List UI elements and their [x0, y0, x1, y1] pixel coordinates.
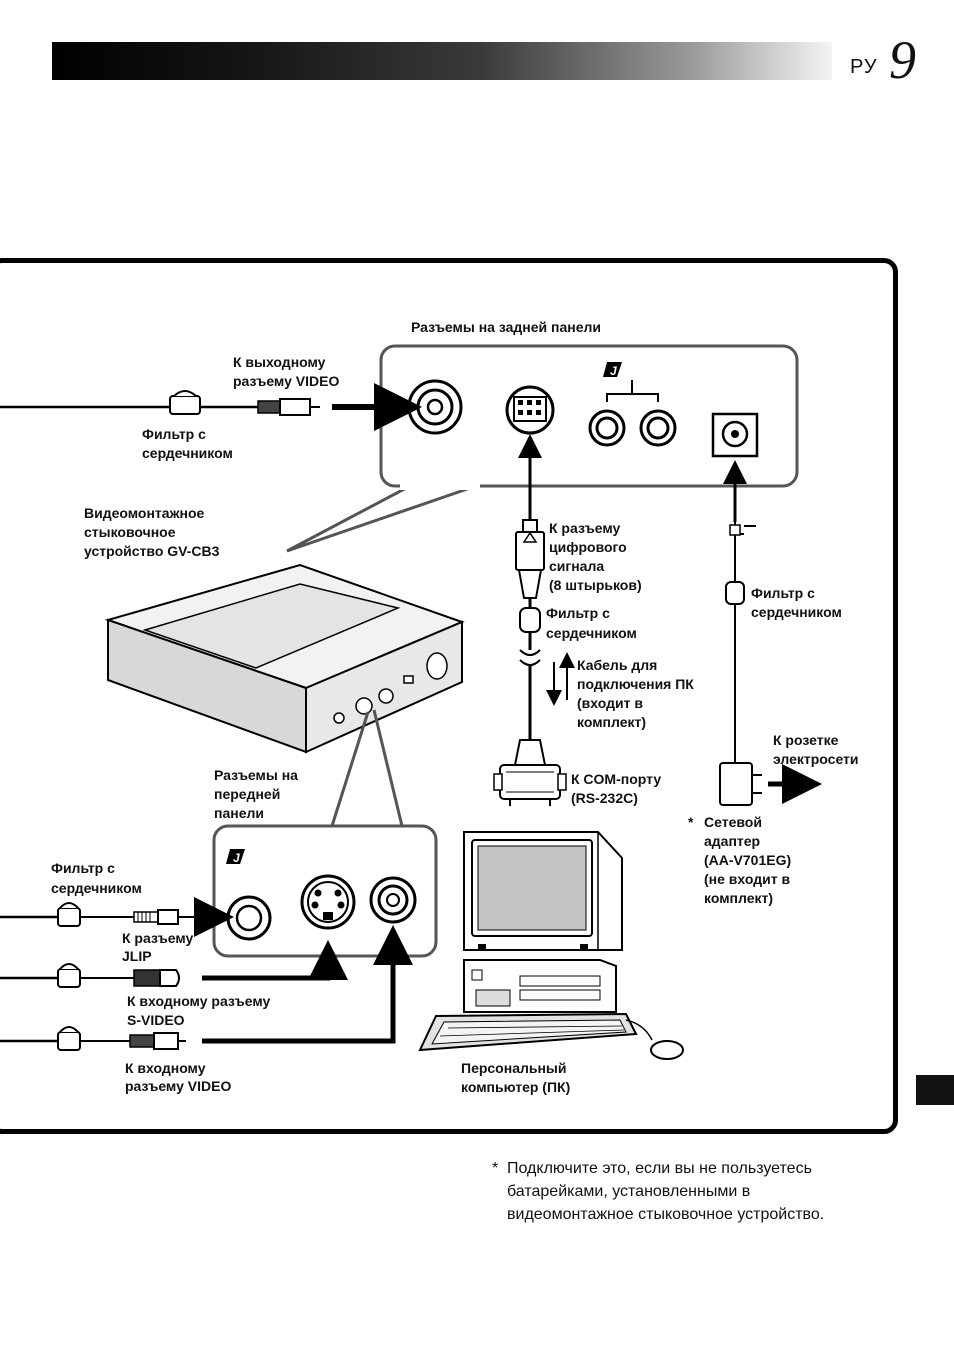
label-front-3: панели — [214, 805, 264, 821]
rear-panel-title: Разъемы на задней панели — [411, 319, 602, 335]
rear-video-out-jack — [407, 379, 463, 435]
label-outlet-2: электросети — [773, 751, 859, 767]
video-in-cable — [0, 925, 413, 1051]
label-pc-cable-2: подключения ПК — [577, 676, 694, 692]
label-outlet-1: К розетке — [773, 732, 839, 748]
front-jlip-jack — [226, 895, 272, 941]
digital-cable — [493, 434, 567, 806]
header-language: РУ — [850, 56, 878, 78]
power-cable — [719, 460, 822, 806]
label-adapter-star: * — [688, 814, 694, 830]
diagram-frame — [0, 258, 898, 1134]
label-com-2: (RS-232C) — [571, 790, 638, 806]
front-svideo-jack — [300, 874, 356, 930]
label-filter-right-1: Фильтр с — [751, 585, 815, 601]
label-filter-mid-1: Фильтр с — [546, 605, 610, 621]
footnote-line-2: батарейками, установленными в — [507, 1183, 751, 1200]
label-filter-left-1: Фильтр с — [51, 860, 115, 876]
header-gradient-bar — [52, 42, 832, 80]
label-pc-1: Персональный — [461, 1060, 567, 1076]
jlip-logo-rear: J — [603, 362, 622, 378]
label-adapter-2: адаптер — [704, 833, 761, 849]
footnote-star: * — [492, 1160, 499, 1177]
svideo-cable — [0, 940, 348, 988]
top-video-cable — [0, 383, 422, 431]
label-com-1: К COM-порту — [571, 771, 662, 787]
footnote-line-3: видеомонтажное стыковочное устройство. — [507, 1206, 825, 1223]
label-adapter-4: (не входит в — [704, 871, 791, 887]
label-filter-right-2: сердечником — [751, 604, 842, 620]
label-device-3: устройство GV-CB3 — [84, 543, 220, 559]
label-video-out-1: К выходному — [233, 354, 326, 370]
rear-digital-8pin-jack — [505, 385, 555, 435]
label-svideo-2: S-VIDEO — [127, 1012, 185, 1028]
label-filter-left-2: сердечником — [51, 880, 142, 896]
pc-mouse — [625, 1019, 684, 1060]
pc-monitor — [463, 831, 623, 951]
section-tab — [916, 1075, 954, 1105]
label-svideo-1: К входному разъему — [127, 993, 271, 1009]
label-video-in-2: разъему VIDEO — [125, 1078, 232, 1094]
svg-text:J: J — [233, 851, 240, 865]
rear-jlip-pair-jacks — [588, 380, 677, 447]
label-digital-2: цифрового — [549, 539, 627, 555]
label-digital-3: сигнала — [549, 558, 605, 574]
label-filter-top-2: сердечником — [142, 445, 233, 461]
jlip-logo-front: J — [226, 849, 245, 865]
rear-dc-in-jack — [711, 412, 759, 458]
page-number: 9 — [889, 30, 916, 90]
footnote-line-1: Подключите это, если вы не пользуетесь — [507, 1160, 812, 1177]
label-jlip-2: JLIP — [122, 948, 152, 964]
label-filter-mid-2: сердечником — [546, 625, 637, 641]
label-adapter-3: (AA-V701EG) — [704, 852, 792, 868]
label-adapter-5: комплект) — [704, 890, 774, 906]
label-video-in-1: К входному — [125, 1060, 206, 1076]
label-jlip-1: К разъему — [122, 930, 194, 946]
pc-system-unit — [463, 959, 617, 1013]
pc-keyboard — [418, 1012, 638, 1052]
label-digital-1: К разъему — [549, 520, 621, 536]
label-device-1: Видеомонтажное — [84, 505, 205, 521]
label-digital-4: (8 штырьков) — [549, 577, 642, 593]
label-filter-top-1: Фильтр с — [142, 426, 206, 442]
svg-text:J: J — [610, 364, 617, 378]
label-pc-2: компьютер (ПК) — [461, 1079, 571, 1095]
label-pc-cable-1: Кабель для — [577, 657, 658, 673]
jlip-cable — [0, 897, 234, 937]
label-device-2: стыковочное — [84, 524, 176, 540]
front-video-in-jack — [369, 876, 417, 924]
label-pc-cable-3: (входит в — [577, 695, 643, 711]
label-adapter-1: Сетевой — [704, 814, 762, 830]
label-front-2: передней — [214, 786, 281, 802]
label-front-1: Разъемы на — [214, 767, 298, 783]
docking-device — [104, 563, 465, 754]
label-pc-cable-4: комплект) — [577, 714, 647, 730]
label-video-out-2: разъему VIDEO — [233, 373, 340, 389]
cable-length-arrows — [546, 652, 575, 706]
